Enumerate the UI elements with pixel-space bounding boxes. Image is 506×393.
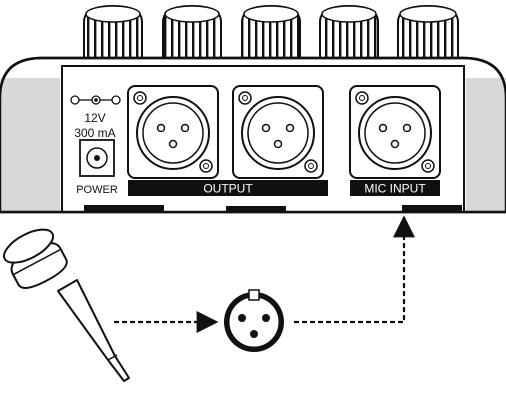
output-label-bar: OUTPUT: [128, 180, 328, 196]
power-label: POWER: [76, 184, 118, 196]
arrow-plug-to-input: [294, 215, 415, 324]
power-voltage: 12V: [84, 111, 105, 125]
mic-input-label-bar: MIC INPUT: [350, 180, 440, 196]
knob-4: [319, 4, 379, 59]
output-label: OUTPUT: [203, 182, 253, 196]
mic-input-label: MIC INPUT: [364, 182, 426, 196]
knob-5: [397, 4, 459, 59]
polarity-symbol-icon: [70, 95, 121, 105]
mic-input-jack[interactable]: [349, 85, 441, 179]
knob-3: [241, 4, 301, 59]
dc-power-jack-icon[interactable]: [79, 139, 115, 177]
power-current: 300 mA: [74, 126, 115, 140]
knob-1: [83, 4, 143, 59]
knob-2: [162, 4, 222, 59]
output-jack-2[interactable]: [232, 85, 324, 179]
output-jack-1[interactable]: [127, 85, 219, 179]
xlr-plug-icon: [224, 289, 284, 352]
microphone-icon: [3, 228, 130, 382]
